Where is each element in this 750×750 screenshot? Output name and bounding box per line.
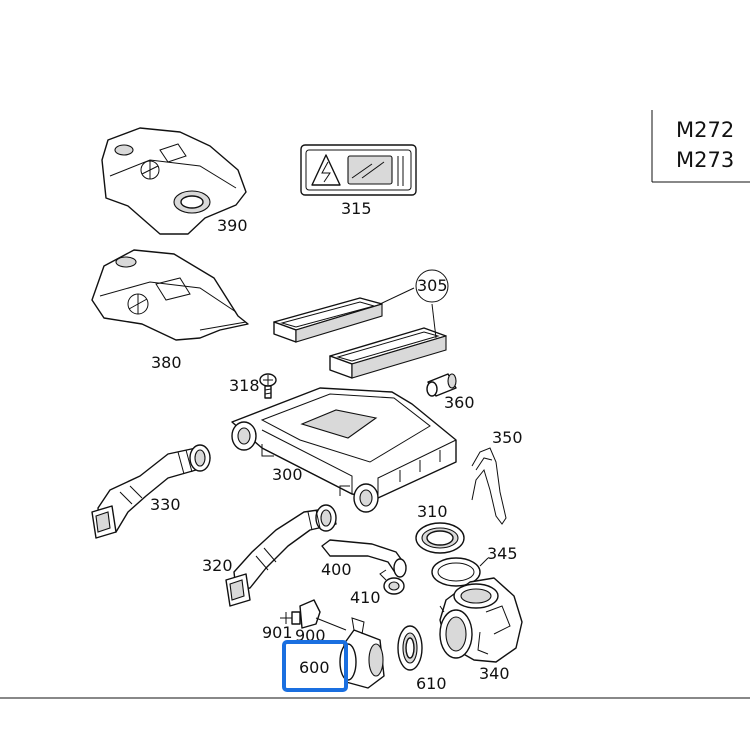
- part-340-intake-elbow[interactable]: [439, 577, 523, 663]
- label-330: 330: [150, 495, 181, 514]
- label-600: 600: [299, 658, 330, 677]
- label-380: 380: [151, 353, 182, 372]
- part-345-ring[interactable]: [431, 557, 489, 587]
- part-380-engine-cover[interactable]: [91, 249, 249, 341]
- part-330-intake-hose[interactable]: [91, 444, 211, 539]
- part-410-clamp[interactable]: [379, 569, 405, 595]
- label-300: 300: [272, 465, 303, 484]
- label-390: 390: [217, 216, 248, 235]
- label-310: 310: [417, 502, 448, 521]
- model-code-2: M273: [676, 148, 734, 172]
- part-400-hose[interactable]: [321, 539, 407, 578]
- label-410: 410: [350, 588, 381, 607]
- label-340: 340: [479, 664, 510, 683]
- label-610: 610: [416, 674, 447, 693]
- label-360: 360: [444, 393, 475, 412]
- part-318-screw[interactable]: [259, 373, 277, 399]
- label-350: 350: [492, 428, 523, 447]
- model-code-box: M272 M273: [651, 110, 750, 183]
- label-320: 320: [202, 556, 233, 575]
- label-315: 315: [341, 199, 372, 218]
- label-400: 400: [321, 560, 352, 579]
- label-318: 318: [229, 376, 260, 395]
- part-310-ring[interactable]: [415, 522, 465, 554]
- label-305: 305: [417, 276, 448, 295]
- part-300-air-filter-housing[interactable]: [231, 387, 457, 513]
- label-345: 345: [487, 544, 518, 563]
- part-315-warning-label[interactable]: [300, 144, 417, 196]
- part-900-bracket[interactable]: [299, 599, 347, 631]
- part-305-air-filters[interactable]: [273, 269, 449, 379]
- part-610-ring[interactable]: [397, 625, 423, 671]
- part-360-sleeve[interactable]: [426, 373, 457, 397]
- label-901: 901: [262, 623, 293, 642]
- part-390-engine-cover[interactable]: [101, 127, 247, 235]
- model-code-1: M272: [676, 118, 734, 142]
- part-320-intake-hose[interactable]: [225, 504, 337, 607]
- part-901-fastener[interactable]: [280, 611, 301, 625]
- part-350-seal[interactable]: [471, 447, 507, 525]
- highlight-box-600: [282, 640, 348, 692]
